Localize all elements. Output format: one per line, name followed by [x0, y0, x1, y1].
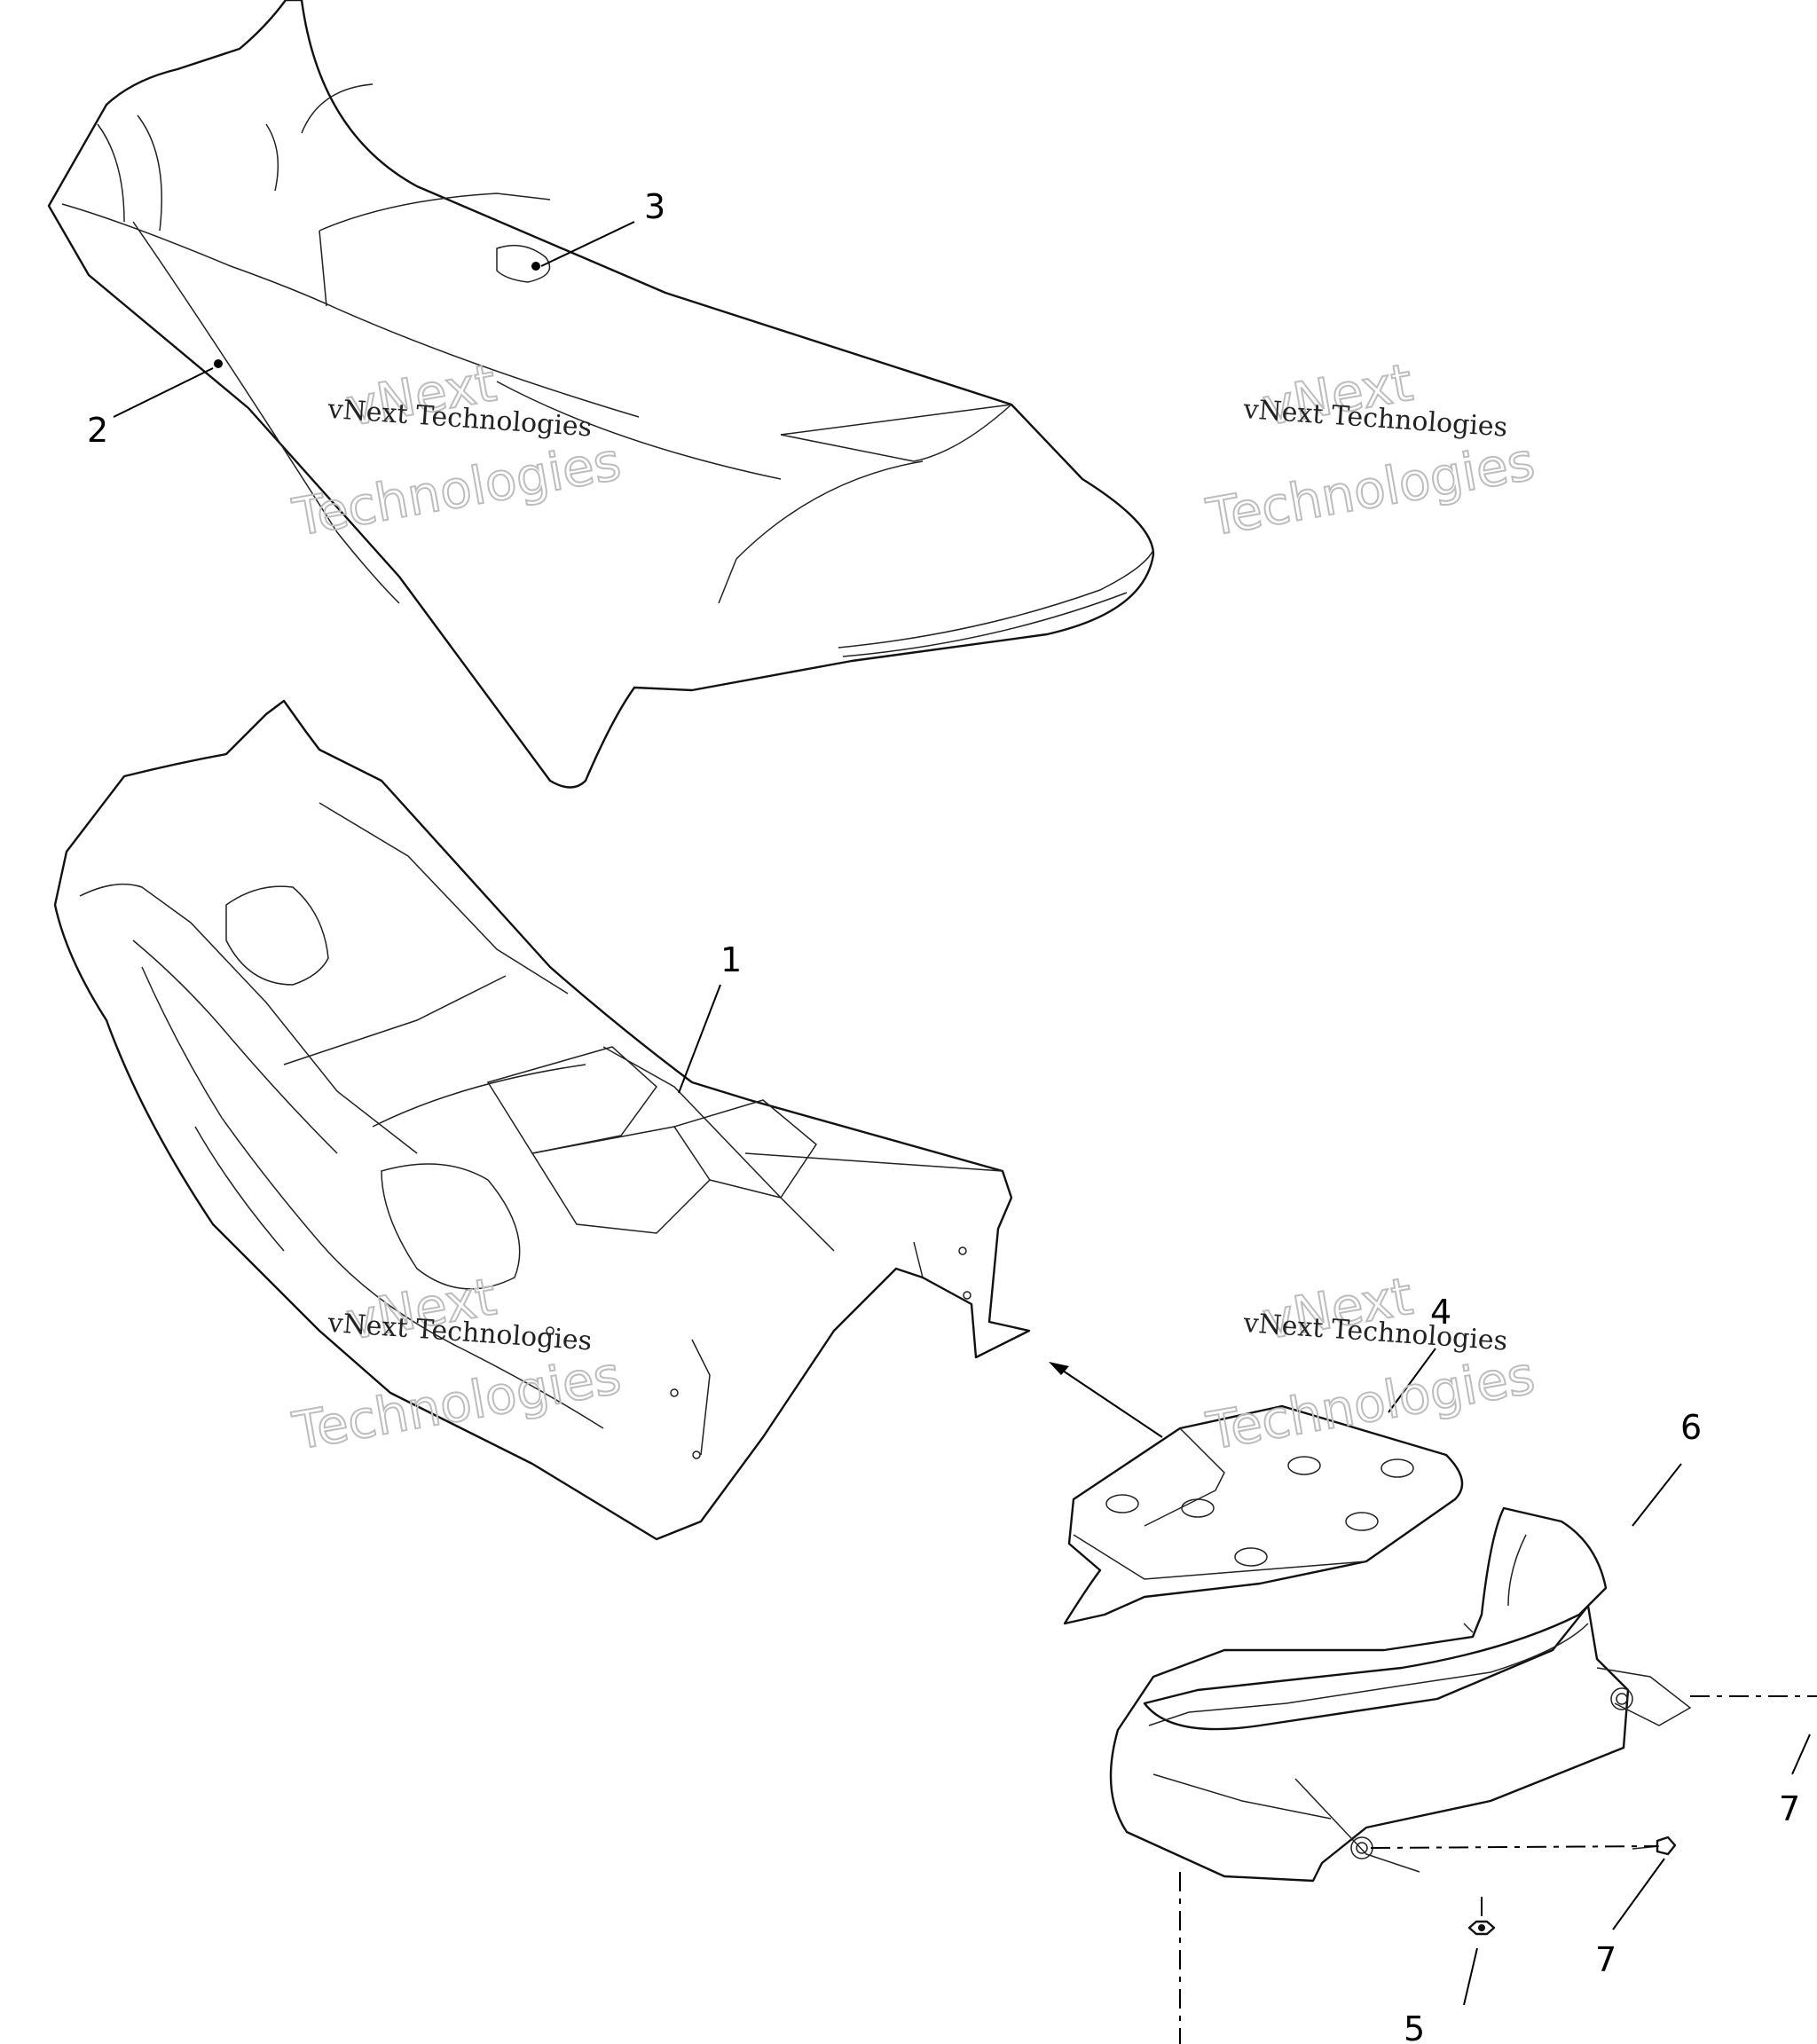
bolt: [1632, 1836, 1677, 1856]
callout-2: 2: [87, 411, 108, 450]
nut: [1467, 1920, 1496, 1936]
svg-text:Technologies: Technologies: [1202, 431, 1539, 548]
watermark-2: vNext Technologies vNext Technologies: [1201, 351, 1540, 549]
callout-7-right: 7: [1779, 1789, 1800, 1828]
watermark-4: vNext Technologies vNext Technologies: [1201, 1265, 1540, 1463]
callout-4: 4: [1430, 1293, 1451, 1332]
grab-handle: [1109, 1506, 1692, 1883]
assembly-lines: [1179, 1695, 1817, 2044]
callout-1: 1: [720, 940, 742, 979]
callout-6: 6: [1680, 1408, 1702, 1447]
seat-base: [53, 699, 1031, 1541]
callout-7-lower: 7: [1595, 1940, 1616, 1979]
pad: [1063, 1404, 1464, 1625]
seat-cover: [47, 0, 1155, 789]
callouts: 1 2 3 4 5 6 7 7: [87, 187, 1800, 2044]
callout-3: 3: [644, 187, 665, 226]
leader-lines: [113, 221, 1811, 2006]
callout-5: 5: [1404, 2009, 1425, 2044]
